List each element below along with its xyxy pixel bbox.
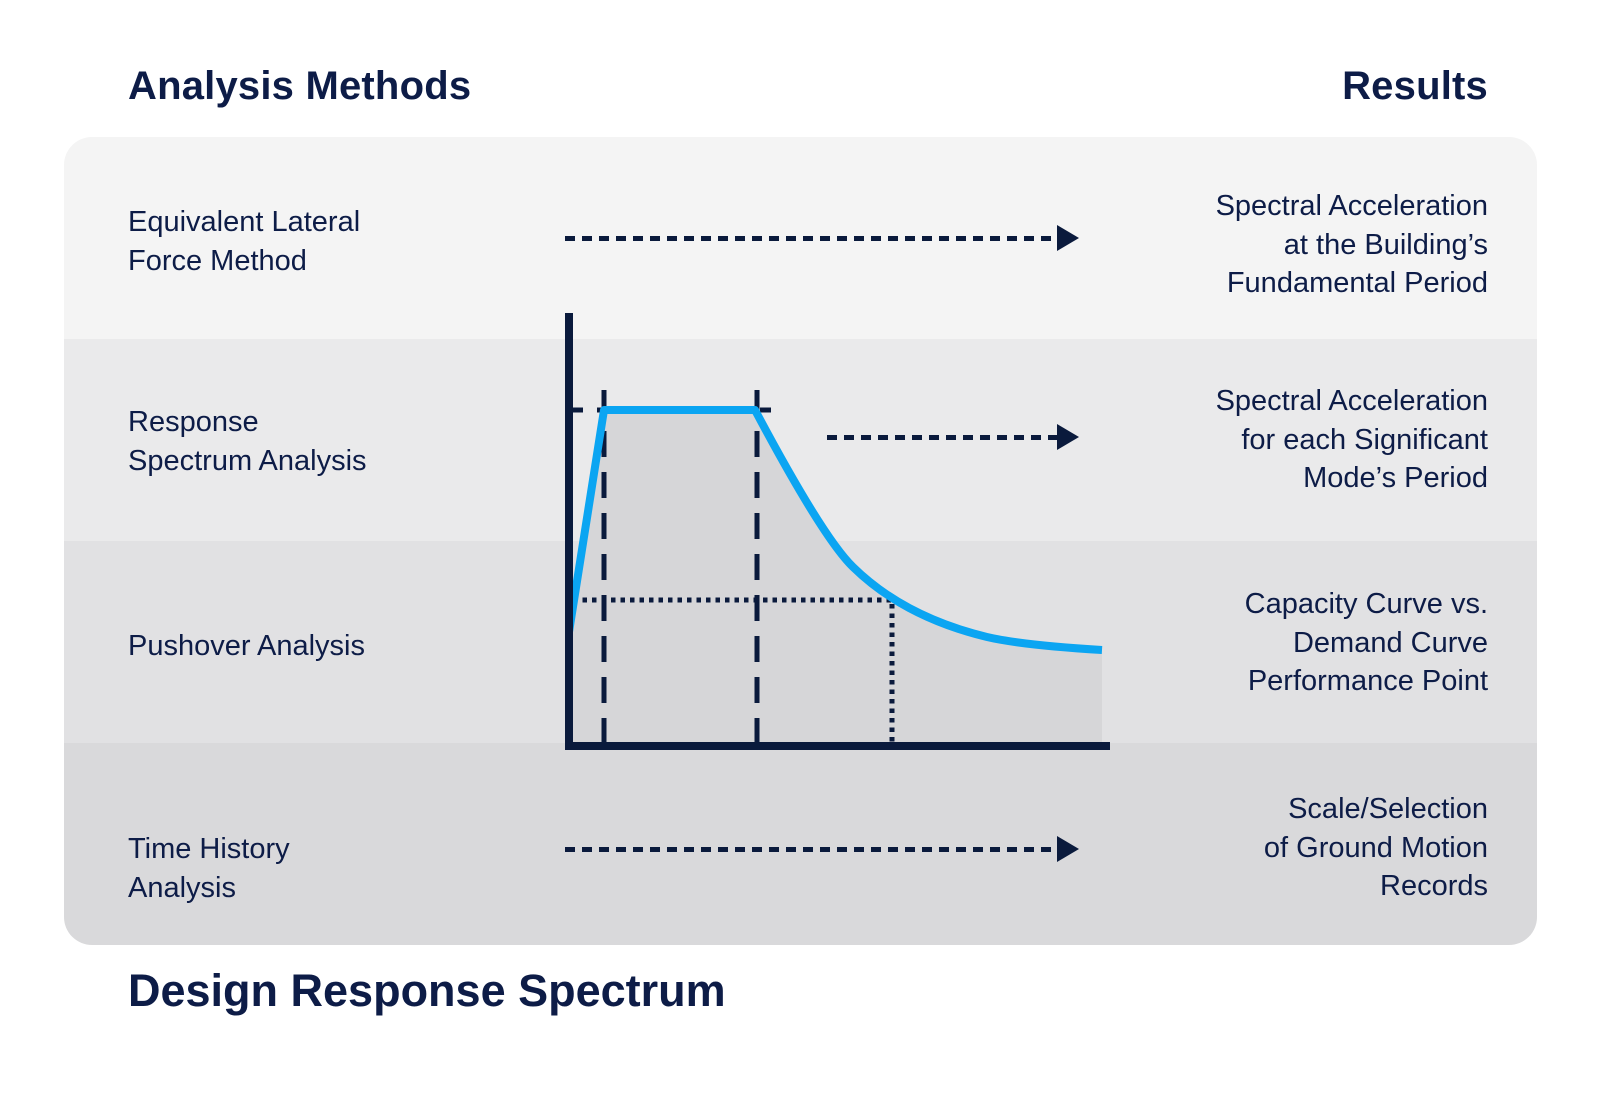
spectrum-shaded-area	[569, 410, 1102, 745]
analysis-methods-title: Analysis Methods	[128, 64, 472, 108]
design-response-spectrum-chart	[565, 313, 1110, 750]
method-rows-background	[64, 137, 1537, 945]
response-spectrum-curve	[565, 406, 1103, 654]
performance-point-dotted-lines	[573, 597, 895, 745]
band-time-history	[64, 743, 1537, 945]
dashed-arrow-row2-icon	[827, 424, 1079, 450]
method-label-response-spectrum: Response Spectrum Analysis	[128, 406, 367, 477]
result-label-response-spectrum: Spectral Acceleration for each Significa…	[1215, 385, 1488, 494]
results-title: Results	[1342, 64, 1488, 108]
method-label-pushover: Pushover Analysis	[128, 630, 365, 662]
chart-axes	[565, 313, 1110, 750]
result-label-pushover: Capacity Curve vs. Demand Curve Performa…	[1244, 588, 1488, 697]
result-label-equivalent-lateral-force: Spectral Acceleration at the Building’s …	[1215, 190, 1488, 299]
corner-period-dashed-lines	[601, 390, 760, 745]
dashed-arrow-row4-icon	[565, 836, 1079, 862]
method-label-time-history: Time History Analysis	[128, 833, 290, 904]
dashed-arrow-row1-icon	[565, 225, 1079, 251]
chart-caption: Design Response Spectrum	[128, 965, 726, 1016]
method-label-equivalent-lateral-force: Equivalent Lateral Force Method	[128, 206, 361, 277]
result-label-time-history: Scale/Selection of Ground Motion Records	[1263, 793, 1488, 902]
